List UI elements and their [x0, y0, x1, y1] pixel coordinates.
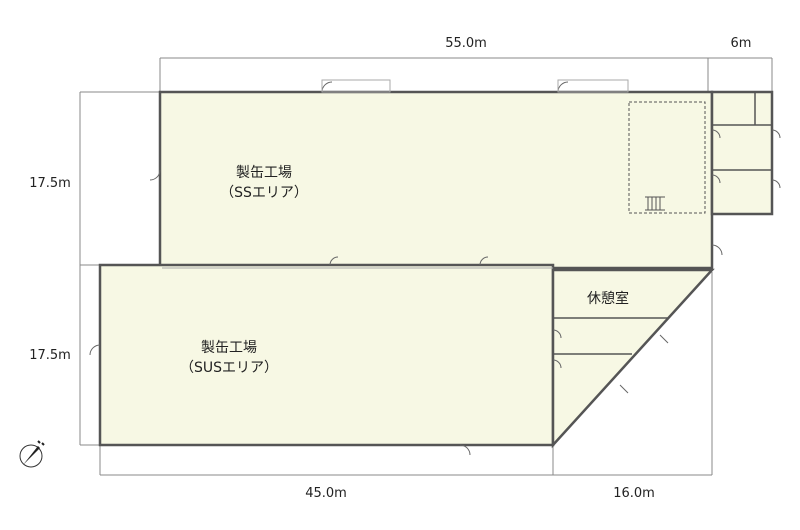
dim-left-lower: 17.5m — [29, 348, 71, 363]
ss-area-sublabel: （SSエリア） — [220, 185, 308, 201]
dim-left-upper: 17.5m — [29, 176, 71, 191]
dim-top-main: 55.0m — [445, 36, 487, 51]
interior-walls — [162, 92, 772, 355]
door-icons — [89, 79, 781, 456]
annex-floor — [710, 90, 774, 216]
stair-icon — [645, 196, 665, 211]
sus-area-label: 製缶工場 — [201, 340, 257, 356]
building — [98, 90, 774, 449]
dim-bottom-main: 45.0m — [305, 486, 347, 501]
dim-top-annex: 6m — [731, 36, 752, 51]
rest-room-label: 休憩室 — [587, 290, 629, 307]
sus-area-floor — [98, 263, 555, 447]
dimension-lines — [79, 57, 773, 476]
ss-area-label: 製缶工場 — [236, 165, 292, 181]
dim-bottom-right: 16.0m — [613, 486, 655, 501]
ss-area-floor — [158, 90, 714, 270]
north-arrow-icon — [19, 440, 45, 468]
rest-area-floor — [551, 268, 715, 449]
sus-area-sublabel: （SUSエリア） — [180, 360, 278, 376]
